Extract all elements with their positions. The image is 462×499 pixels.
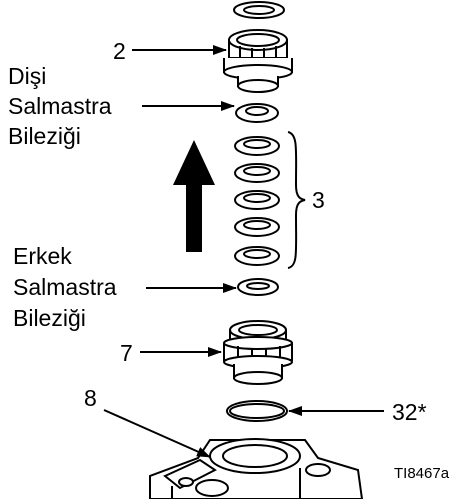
figure-id: TI8467a bbox=[394, 465, 450, 482]
packing-nut-part-2 bbox=[223, 29, 293, 93]
male-gland-label-line3: Bileziği bbox=[13, 305, 86, 331]
callout-part-2: 2 bbox=[113, 38, 126, 64]
callout-part-8: 8 bbox=[84, 385, 97, 411]
packing-ring bbox=[234, 217, 280, 237]
packing-ring bbox=[234, 136, 280, 156]
leader-part-8 bbox=[103, 409, 211, 458]
female-gland-ring bbox=[235, 103, 279, 123]
callout-part-7: 7 bbox=[120, 340, 133, 366]
top-washer bbox=[233, 1, 285, 19]
packing-ring bbox=[234, 246, 280, 266]
callout-part-32: 32* bbox=[392, 399, 427, 425]
male-gland-ring bbox=[237, 278, 279, 296]
o-ring-part-32 bbox=[226, 400, 288, 422]
direction-arrow bbox=[173, 140, 215, 252]
packing-rings-part-3 bbox=[234, 136, 280, 266]
leader-lines bbox=[103, 45, 384, 458]
gland-nut-part-7 bbox=[223, 320, 293, 385]
female-gland-label-line1: Dişi bbox=[8, 63, 46, 89]
callout-part-3: 3 bbox=[312, 187, 325, 213]
packing-ring bbox=[234, 190, 280, 210]
packing-brace bbox=[287, 131, 306, 269]
packing-ring bbox=[234, 163, 280, 183]
female-gland-label-line2: Salmastra bbox=[8, 93, 112, 119]
male-gland-label-line2: Salmastra bbox=[13, 274, 117, 300]
housing-part-8 bbox=[149, 438, 364, 499]
male-gland-label-line1: Erkek bbox=[13, 243, 72, 269]
female-gland-label-line3: Bileziği bbox=[8, 123, 81, 149]
